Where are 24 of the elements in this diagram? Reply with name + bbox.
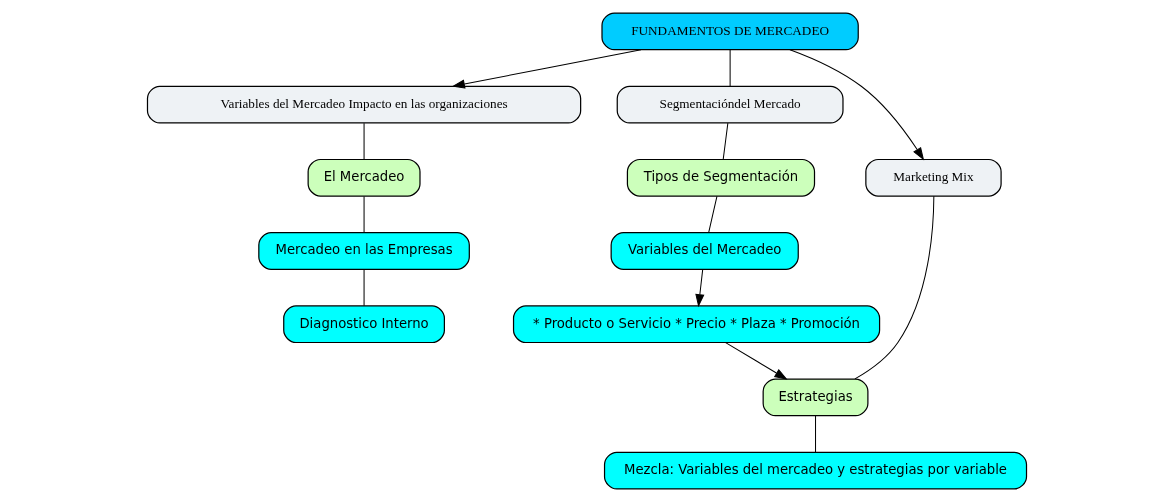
connector — [815, 415, 817, 453]
node-box: FUNDAMENTOS DE MERCADEO — [601, 11, 859, 50]
arrow — [725, 341, 788, 380]
node-box: Variables del Mercadeo — [610, 231, 799, 270]
connector — [363, 195, 365, 233]
node-box: Segmentacióndel Mercado — [616, 85, 844, 123]
node-box: Tipos de Segmentación — [626, 158, 816, 197]
connector — [363, 122, 365, 160]
node-box: Mercadeo en las Empresas — [258, 231, 470, 270]
node-box: Estrategias — [762, 378, 869, 416]
arrow — [451, 48, 642, 89]
node-box: Diagnostico Interno — [283, 304, 445, 343]
node-box: Mezcla: Variables del mercadeo y estrategias por variable — [603, 451, 1028, 490]
connector — [708, 195, 718, 233]
connector — [722, 122, 729, 160]
node-box: Marketing Mix — [865, 158, 1002, 197]
node-box: * Producto o Servicio * Precio * Plaza * Promoción — [512, 304, 881, 343]
arrow — [695, 268, 705, 307]
connector — [854, 195, 935, 379]
connector — [729, 48, 731, 87]
arrow — [789, 48, 925, 161]
node-box: Variables del Mercadeo Impacto en las organizaciones — [146, 85, 582, 123]
connector — [363, 268, 365, 306]
node-box: El Mercadeo — [307, 158, 421, 197]
